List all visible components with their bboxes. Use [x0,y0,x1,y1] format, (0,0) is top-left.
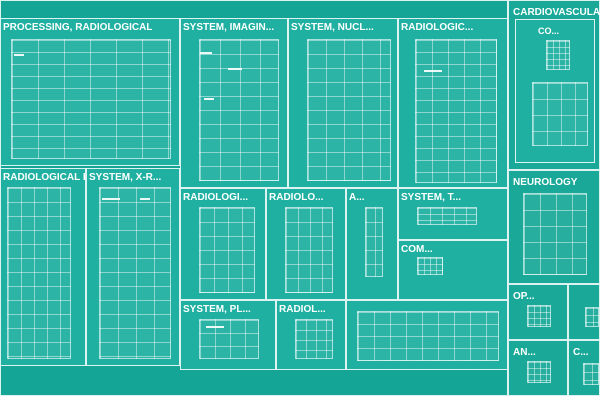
tile-label: RADIOLOGICAL IMA... [3,172,110,183]
tile-com[interactable]: COM... [398,240,508,300]
tile-system-nucl[interactable]: SYSTEM, NUCL... [288,18,398,188]
inner-grid [285,207,333,293]
tile-system-imagin[interactable]: SYSTEM, IMAGIN... [180,18,288,188]
tiny-mark [228,68,242,70]
inner-grid [523,193,587,275]
tile-a[interactable]: A... [346,188,398,300]
inner-grid [295,319,333,359]
inner-grid [199,39,279,181]
tile-label: COM... [401,244,433,255]
tile-radiologi[interactable]: RADIOLOGI... [180,188,266,300]
tile-radiologic[interactable]: RADIOLOGIC... [398,18,508,188]
tile-label: SYSTEM, PL... [183,304,251,315]
inner-grid [417,257,443,275]
group-label: CARDIOVASCULA... [513,7,600,18]
inner-grid [357,311,499,361]
tiny-mark [204,98,214,100]
tile-label: RADIOLOGIC... [401,22,474,33]
tile-radiol[interactable]: RADIOL... [276,300,346,370]
tile-label: A... [349,192,365,203]
tile-label: RADIOLO... [269,192,324,203]
group-an[interactable]: AN... [508,340,568,396]
tile-unlabeled[interactable] [346,300,508,370]
tiny-mark [140,198,150,200]
inner-grid [546,40,570,70]
inner-grid [415,39,497,183]
tile-system-t[interactable]: SYSTEM, T... [398,188,508,240]
tile-label: RADIOLOGI... [183,192,248,203]
inner-grid [532,82,588,146]
tiny-mark [14,54,24,56]
tile-radiological-ima[interactable]: RADIOLOGICAL IMA... [0,168,109,366]
tile-co[interactable]: CO... [515,19,595,163]
tile-label: RADIOL... [279,304,326,315]
inner-grid [307,39,391,181]
tile-system-pl[interactable]: SYSTEM, PL... [180,300,276,370]
group-label: AN... [513,347,536,358]
inner-grid [199,319,259,359]
tile-label: SYSTEM, NUCL... [291,22,374,33]
tiny-mark [424,70,442,72]
inner-grid [11,39,171,159]
inner-grid [199,207,255,293]
inner-grid [365,207,383,277]
group-neurology[interactable]: NEUROLOGY [508,170,600,284]
tile-label: SYSTEM, X-R... [89,172,162,183]
tile-radiolo[interactable]: RADIOLO... [266,188,346,300]
group-label: C... [573,347,589,358]
group-op[interactable]: OP... [508,284,568,340]
inner-grid [585,307,599,327]
tile-label: CO... [538,26,560,36]
group-c[interactable]: C... [568,340,600,396]
group-label: OP... [513,291,535,302]
inner-grid [527,305,551,327]
tile-label: PROCESSING, RADIOLOGICAL [3,22,153,33]
tile-label: SYSTEM, IMAGIN... [183,22,275,33]
inner-grid [99,187,171,359]
inner-grid [7,187,71,359]
inner-grid [527,361,551,383]
tile-system-x-r[interactable]: SYSTEM, X-R... [86,168,180,366]
tiny-mark [102,198,120,200]
group-cardiovascular[interactable]: CARDIOVASCULA... CO... [508,0,600,170]
group-label: NEUROLOGY [513,177,578,188]
tiny-mark [200,52,212,54]
tiny-mark [206,326,224,328]
tile-label: SYSTEM, T... [401,192,462,203]
inner-grid [583,363,599,385]
inner-grid [417,207,477,225]
tile-processing-radiological[interactable]: PROCESSING, RADIOLOGICAL [0,18,180,166]
group-unlabeled-right[interactable] [568,284,600,340]
